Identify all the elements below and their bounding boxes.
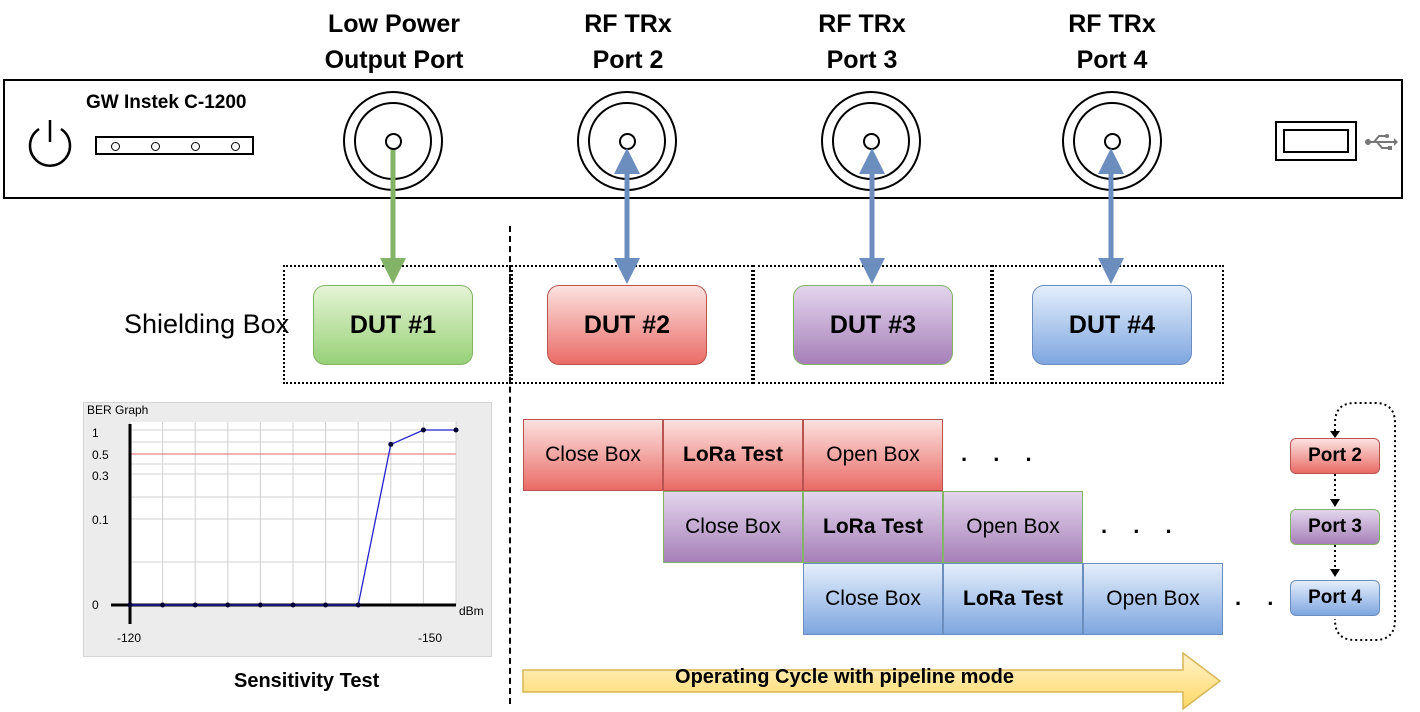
ber-data-point (453, 427, 459, 433)
ber-graph-plot (111, 422, 459, 624)
port-title-line2: Port 4 (1076, 46, 1148, 74)
usb-port[interactable] (1275, 121, 1357, 161)
bidirectional-arrow-head (859, 258, 885, 284)
connection-arrows (380, 148, 1124, 284)
usb-port-slot (1283, 129, 1349, 153)
power-icon[interactable] (24, 116, 76, 170)
port-title-rf-port-4: RF TRx Port 4 (1012, 6, 1212, 78)
y-tick-label: 0.3 (92, 469, 109, 483)
stage-open-box: Open Box (943, 491, 1083, 563)
shielding-box-label: Shielding Box (124, 309, 290, 339)
bidirectional-arrow-head (1098, 148, 1124, 174)
stage-open-box: Open Box (1083, 563, 1223, 635)
y-tick-label: 0 (92, 598, 99, 612)
ber-data-point (192, 602, 198, 608)
dut-3: DUT #3 (793, 285, 953, 365)
connector-pin (385, 133, 402, 150)
stage-close-box: Close Box (523, 419, 663, 491)
ber-data-point (420, 427, 426, 433)
bidirectional-arrow-head (859, 148, 885, 174)
row-ellipsis: . . . (1101, 513, 1182, 538)
ber-data-point (355, 602, 361, 608)
bidirectional-arrow-head (614, 258, 640, 284)
x-tick-label: -150 (418, 631, 443, 645)
output-arrow-head (380, 258, 406, 284)
ber-data-point (323, 602, 329, 608)
ber-data-point (160, 602, 166, 608)
operating-cycle-label: Operating Cycle with pipeline mode (675, 666, 1014, 688)
instrument-name: GW Instek C-1200 (86, 92, 247, 113)
connector-pin (1104, 133, 1121, 150)
stage-close-box: Close Box (663, 491, 803, 563)
led-indicator (191, 142, 200, 151)
led-indicator (111, 142, 120, 151)
port-sequence-connectors (1330, 402, 1396, 641)
bidirectional-arrow-head (614, 148, 640, 174)
ber-data-point (257, 602, 263, 608)
port-title-line1: RF TRx (818, 10, 906, 38)
sensitivity-test-caption: Sensitivity Test (234, 670, 380, 692)
led-indicator-strip (95, 136, 254, 155)
stage-close-box: Close Box (803, 563, 943, 635)
port-title-line2: Output Port (324, 46, 464, 74)
port-title-line1: RF TRx (584, 10, 672, 38)
stage-open-box: Open Box (803, 419, 943, 491)
x-unit-label: dBm (459, 604, 484, 618)
y-tick-label: 0.5 (92, 448, 109, 462)
port-title-rf-port-2: RF TRx Port 2 (528, 6, 728, 78)
port-title-line2: Port 2 (592, 46, 664, 74)
stage-lora-test: LoRa Test (803, 491, 943, 563)
y-tick-label: 0.1 (92, 513, 109, 527)
instrument-front-panel (3, 79, 1403, 199)
dut-2: DUT #2 (547, 285, 707, 365)
port-sequence-port-4: Port 4 (1290, 580, 1380, 616)
port-title-line2: Port 3 (826, 46, 898, 74)
section-divider (509, 226, 511, 704)
ber-graph-title: BER Graph (87, 403, 149, 417)
x-tick-label: -120 (117, 631, 142, 645)
bidirectional-arrow-head (1098, 258, 1124, 284)
port-sequence-port-3: Port 3 (1290, 509, 1380, 545)
port-title-line1: RF TRx (1068, 10, 1156, 38)
dut-1: DUT #1 (313, 285, 473, 365)
ber-data-point (290, 602, 296, 608)
ber-data-point (225, 602, 231, 608)
port-sequence-port-2: Port 2 (1290, 438, 1380, 474)
led-indicator (231, 142, 240, 151)
ber-data-point (127, 602, 133, 608)
operating-cycle-arrow (522, 651, 1222, 711)
ber-data-point (388, 441, 394, 447)
led-indicator (151, 142, 160, 151)
y-tick-label: 1 (92, 426, 99, 440)
stage-lora-test: LoRa Test (663, 419, 803, 491)
port-title-line1: Low Power (328, 10, 460, 38)
row-ellipsis: . . . (961, 441, 1042, 466)
port-title-low-power: Low Power Output Port (294, 6, 494, 78)
usb-icon (1365, 134, 1398, 150)
stage-lora-test: LoRa Test (943, 563, 1083, 635)
dut-4: DUT #4 (1032, 285, 1192, 365)
port-title-rf-port-3: RF TRx Port 3 (762, 6, 962, 78)
